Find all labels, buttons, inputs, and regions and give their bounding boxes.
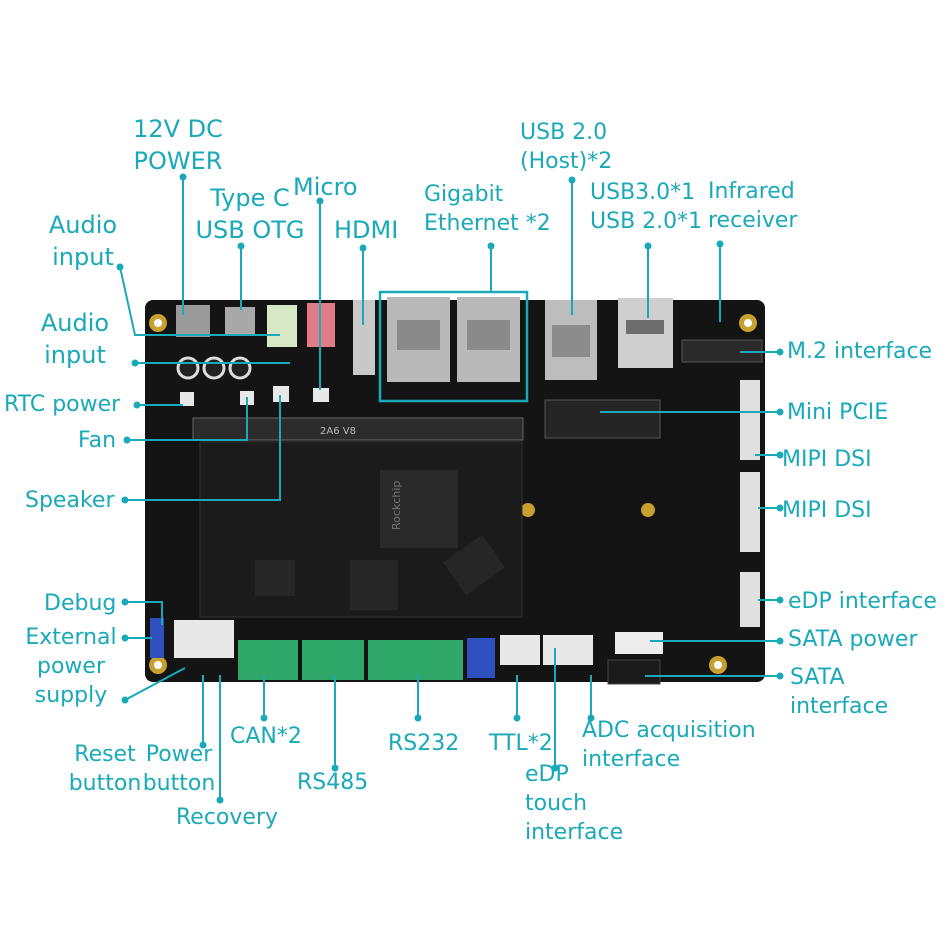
label-debug: Debug: [44, 591, 117, 616]
label-adc-acquisition: ADC acquisition interface: [582, 718, 756, 772]
label-mini-pcie: Mini PCIE: [787, 400, 889, 425]
label-infrared-receiver: Infrared receiver: [708, 179, 798, 233]
label-audio-input-2: Audio input: [40, 309, 110, 369]
label-mipi-dsi-1: MIPI DSI: [782, 447, 872, 472]
label-audio-input-1: Audio input: [48, 211, 118, 271]
leader-dots: [116, 173, 784, 804]
label-micro: Micro: [293, 173, 358, 201]
label-sata-power: SATA power: [788, 627, 918, 652]
label-hdmi: HDMI: [334, 216, 399, 244]
label-usb3: USB3.0*1 USB 2.0*1: [590, 180, 703, 234]
label-mipi-dsi-2: MIPI DSI: [782, 498, 872, 523]
label-can: CAN*2: [230, 724, 302, 749]
label-sata-interface: SATA interface: [790, 665, 889, 719]
label-m2-interface: M.2 interface: [787, 339, 933, 364]
label-rtc-power: RTC power: [4, 392, 121, 417]
label-ttl: TTL*2: [489, 731, 553, 756]
label-rs485: RS485: [297, 770, 369, 795]
label-power-button: Power button: [142, 742, 216, 796]
label-edp-interface: eDP interface: [788, 589, 937, 614]
soc-chip-text: Rockchip: [390, 481, 403, 530]
label-external-power-supply: External power supply: [25, 625, 117, 708]
label-fan: Fan: [78, 428, 117, 453]
label-recovery: Recovery: [176, 805, 279, 830]
label-edp-touch-interface: eDP touch interface: [525, 762, 624, 845]
label-usb-host: USB 2.0 (Host)*2: [520, 120, 613, 174]
label-reset-button: Reset button: [68, 742, 142, 796]
sodimm-text: 2A6 V8: [320, 426, 356, 437]
label-rs232: RS232: [388, 731, 460, 756]
label-speaker: Speaker: [25, 488, 115, 513]
label-dc-power: 12V DC POWER: [133, 115, 223, 175]
label-gigabit-ethernet: Gigabit Ethernet *2: [424, 182, 551, 236]
label-typec-usb-otg: Type C USB OTG: [195, 184, 305, 244]
circuit-board: 2A6 V8 Rockchip: [145, 297, 765, 685]
leader-lines: [119, 177, 780, 800]
ethernet-highlight-box: [378, 290, 529, 403]
